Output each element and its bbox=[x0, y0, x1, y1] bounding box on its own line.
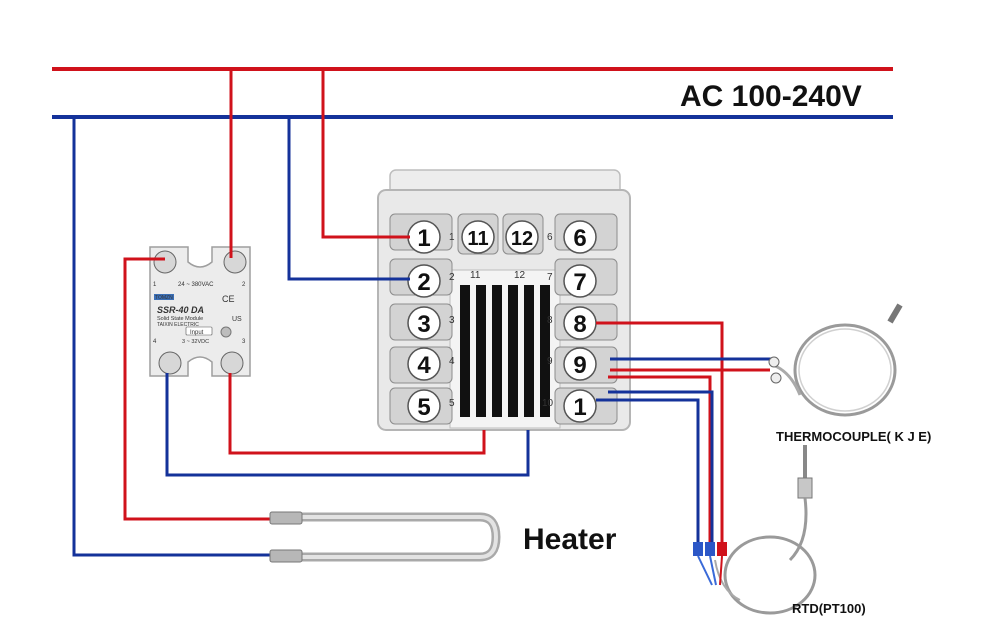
wire-live-to-terminal-1 bbox=[321, 69, 410, 239]
wire-terminal-9-rtd bbox=[608, 375, 712, 545]
svg-text:7: 7 bbox=[547, 272, 553, 283]
ssr-ul-mark: US bbox=[232, 316, 242, 323]
engraved-terminal-marks: 1 2 11 12 3 8 4 9 5 10 6 7 bbox=[449, 232, 554, 409]
svg-text:1: 1 bbox=[449, 232, 455, 243]
rtd-probe-icon bbox=[714, 445, 817, 615]
terminal-label-5: 5 bbox=[417, 394, 430, 421]
solid-state-relay: TOMZN 24 ~ 380VAC 1 2 CE SSR-40 DA US So… bbox=[149, 246, 251, 377]
supply-voltage-label: AC 100-240V bbox=[680, 80, 862, 113]
terminal-label-1: 1 bbox=[417, 225, 430, 252]
svg-text:9: 9 bbox=[547, 356, 553, 367]
terminal-label-11: 11 bbox=[467, 228, 488, 250]
heater: Heater bbox=[269, 511, 617, 563]
wire-ssr-minus-to-controller bbox=[165, 373, 530, 477]
terminal-label-12: 12 bbox=[511, 228, 533, 250]
thermocouple-probe-icon bbox=[768, 303, 903, 417]
ssr-pin-2: 2 bbox=[242, 282, 246, 288]
ssr-ce-mark: CE bbox=[222, 294, 235, 304]
terminal-screws bbox=[407, 220, 597, 423]
svg-text:6: 6 bbox=[547, 232, 553, 243]
ssr-load-range: 24 ~ 380VAC bbox=[178, 282, 214, 288]
ssr-pin-1: 1 bbox=[153, 282, 157, 288]
terminal-label-9: 9 bbox=[573, 352, 586, 379]
rtd-label: RTD(PT100) bbox=[792, 601, 866, 616]
terminal-label-2: 2 bbox=[417, 269, 430, 296]
terminal-label-3: 3 bbox=[417, 311, 430, 338]
wire-ssr-plus-to-controller bbox=[228, 373, 486, 455]
heater-element-icon bbox=[300, 512, 501, 562]
ssr-input-range: 3 ~ 32VDC bbox=[182, 339, 209, 345]
wire-terminal-10-outer bbox=[596, 398, 700, 545]
wire-ssr-to-heater bbox=[123, 257, 270, 521]
svg-text:8: 8 bbox=[547, 315, 553, 326]
svg-text:3: 3 bbox=[449, 315, 455, 326]
svg-text:5: 5 bbox=[449, 398, 455, 409]
rtd-lead-connectors bbox=[693, 542, 727, 586]
ssr-maker: TAIXIN ELECTRIC bbox=[157, 322, 199, 328]
terminal-label-8: 8 bbox=[573, 311, 586, 338]
ssr-pin-3: 3 bbox=[242, 339, 246, 345]
wire-terminal-8 bbox=[596, 321, 724, 545]
heater-label: Heater bbox=[523, 523, 617, 556]
terminal-label-10: 1 bbox=[573, 394, 586, 421]
svg-text:11: 11 bbox=[470, 270, 481, 281]
ssr-model: SSR-40 DA bbox=[157, 305, 204, 315]
svg-text:12: 12 bbox=[514, 270, 526, 281]
ssr-brand: TOMZN bbox=[155, 295, 173, 301]
wire-terminal-10-inner bbox=[608, 390, 714, 545]
svg-text:2: 2 bbox=[449, 272, 455, 283]
ssr-pin-4: 4 bbox=[153, 339, 157, 345]
temperature-controller: 1 2 3 4 5 11 12 6 7 8 9 1 1 2 11 12 3 8 … bbox=[377, 169, 631, 431]
solid-state-relay-icon bbox=[149, 246, 251, 377]
ssr-input-label: Input bbox=[190, 330, 204, 336]
svg-text:10: 10 bbox=[542, 398, 554, 409]
live-wires bbox=[123, 69, 770, 545]
terminal-label-7: 7 bbox=[573, 269, 586, 296]
terminal-label-6: 6 bbox=[573, 225, 586, 252]
ssr-subtitle: Solid State Module bbox=[157, 316, 203, 322]
svg-text:4: 4 bbox=[449, 356, 455, 367]
power-rails: AC 100-240V bbox=[52, 67, 893, 119]
ssr-led-indicator bbox=[220, 326, 232, 338]
wire-neutral-to-heater bbox=[72, 117, 270, 557]
thermocouple-label: THERMOCOUPLE( K J E) bbox=[776, 429, 931, 444]
wire-neutral-to-terminal-2 bbox=[287, 117, 410, 281]
thermocouple: THERMOCOUPLE( K J E) bbox=[768, 303, 931, 444]
rtd: RTD(PT100) bbox=[693, 445, 866, 616]
neutral-wires bbox=[72, 117, 774, 557]
terminal-label-4: 4 bbox=[417, 352, 431, 379]
